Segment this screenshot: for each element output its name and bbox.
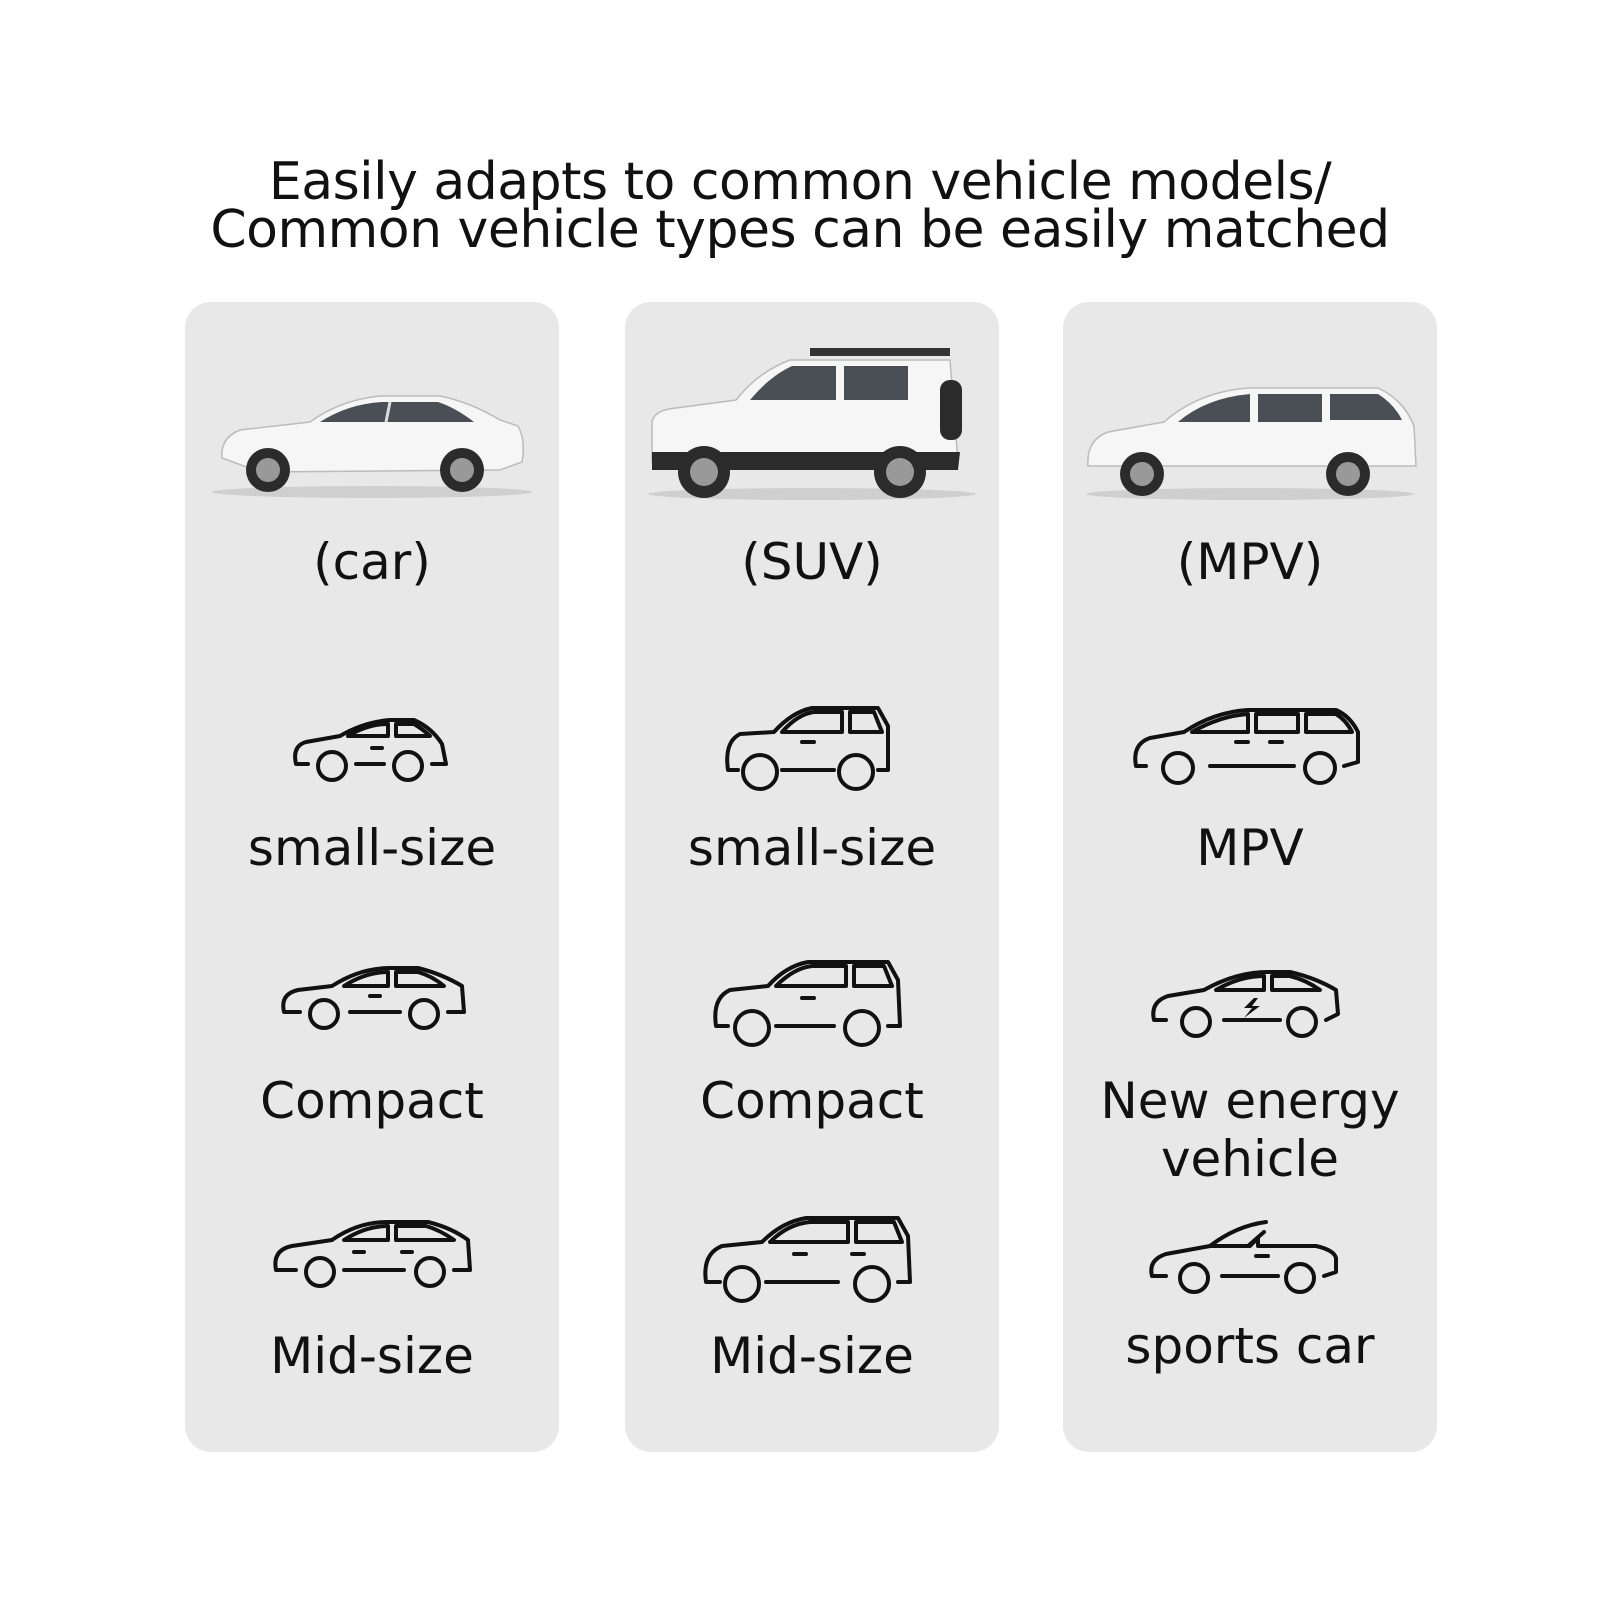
type-label: sports car <box>1125 1317 1375 1375</box>
type-label: Mid-size <box>710 1327 914 1385</box>
ev-sedan-outline-icon <box>1140 944 1360 1040</box>
column-mpv: (MPV) MPV New energy vehicle sports car <box>1063 302 1437 1452</box>
mpv-outline-icon <box>1133 692 1360 788</box>
type-label: New energy vehicle <box>1100 1072 1400 1188</box>
convertible-outline-icon <box>1140 1200 1360 1296</box>
compact-sedan-outline-icon <box>262 944 482 1040</box>
midsize-suv-outline-icon <box>702 1200 922 1303</box>
type-label: MPV <box>1196 819 1304 877</box>
white-sedan-photo <box>200 330 544 510</box>
midsize-sedan-outline-icon <box>262 1200 482 1296</box>
compact-suv-outline-icon <box>702 944 922 1047</box>
hatchback-outline-icon <box>262 692 482 788</box>
category-label: (MPV) <box>1176 533 1324 591</box>
type-label: Compact <box>700 1072 924 1130</box>
type-label: Mid-size <box>270 1327 474 1385</box>
type-label: Compact <box>260 1072 484 1130</box>
column-car: (car) small-size Compact Mid-size <box>185 302 559 1452</box>
page-title: Easily adapts to common vehicle models/ … <box>0 152 1600 260</box>
type-label: small-size <box>247 819 497 877</box>
small-suv-outline-icon <box>702 692 922 791</box>
white-mpv-photo <box>1078 330 1422 510</box>
category-label: (SUV) <box>741 533 883 591</box>
title-line-2: Common vehicle types can be easily match… <box>210 200 1390 260</box>
white-suv-photo <box>640 330 984 510</box>
type-label: small-size <box>687 819 937 877</box>
column-suv: (SUV) small-size Compact Mid-size <box>625 302 999 1452</box>
title-line-1: Easily adapts to common vehicle models/ <box>268 152 1332 212</box>
category-label: (car) <box>313 533 431 591</box>
